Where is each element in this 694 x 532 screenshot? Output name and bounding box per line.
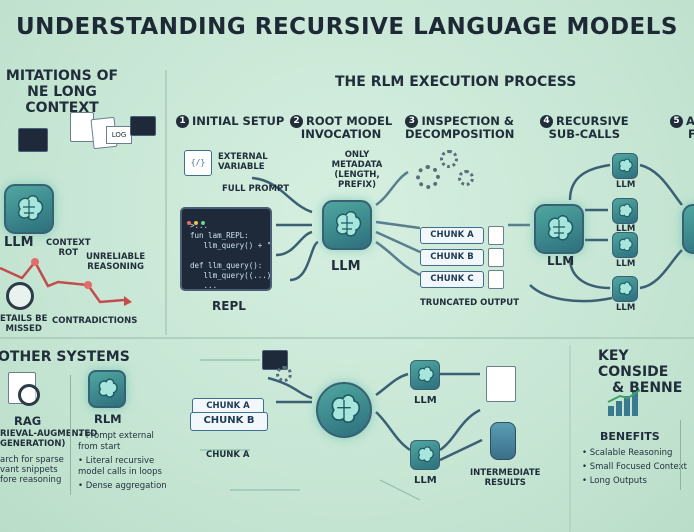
- rlm-brain-icon: [88, 370, 126, 408]
- page-title: UNDERSTANDING RECURSIVE LANGUAGE MODELS: [16, 14, 678, 40]
- contradictions-label: CONTRADICTIONS: [52, 316, 138, 326]
- llm-brain-icon: [4, 184, 54, 234]
- chunk-a: CHUNK A: [420, 227, 484, 244]
- mini-llm-icon: [612, 276, 638, 302]
- arrow-variable-root: [251, 176, 313, 214]
- llm-label: LLM: [4, 235, 34, 250]
- rlm-title: RLM: [94, 412, 122, 426]
- repl-label: REPL: [212, 299, 246, 313]
- rlm-bullets: • Prompt external from start • Literal r…: [78, 431, 167, 491]
- sub-llm-brain-icon: [534, 204, 584, 254]
- terminal-icon: [18, 128, 48, 152]
- document-icon: [488, 270, 504, 289]
- aggregator-llm-brain-icon: [682, 204, 694, 254]
- context-rot-label: CONTEXT ROT: [46, 238, 91, 258]
- gear-icon: [416, 165, 440, 189]
- center-chunk-a: CHUNK A: [192, 398, 264, 415]
- document-icon: [70, 112, 94, 142]
- repl-window: >... fun lam_REPL: llm_query() + " def l…: [180, 207, 276, 291]
- details-missed-label: ETAILS BE MISSED: [0, 314, 48, 334]
- gear-icon: [440, 150, 458, 168]
- intermediate-results-label: INTERMEDIATE RESULTS: [470, 468, 541, 488]
- degradation-line: [0, 259, 125, 304]
- chunk-b: CHUNK B: [420, 249, 484, 266]
- rag-subtitle: RIEVAL-AUGMENTED GENERATION): [0, 429, 98, 449]
- root-llm-label: LLM: [331, 259, 361, 274]
- terminal-icon: [130, 116, 156, 136]
- full-prompt-label: FULL PROMPT: [222, 184, 289, 194]
- bar-chart-icon: [607, 389, 641, 416]
- divider: [70, 375, 71, 495]
- mini-llm-icon: [612, 153, 638, 179]
- other-systems-heading: OTHER SYSTEMS: [0, 349, 130, 365]
- magnifier-icon: [18, 384, 40, 406]
- truncated-output-label: TRUNCATED OUTPUT: [420, 298, 519, 308]
- only-metadata-label: ONLY METADATA (LENGTH, PREFIX): [331, 150, 383, 190]
- rag-title: RAG: [14, 414, 42, 428]
- magnifier-icon: [6, 282, 34, 310]
- divider: [680, 420, 681, 490]
- center-llm-bottom-label: LLM: [414, 475, 437, 486]
- limitations-heading: MITATIONS OF NE LONG CONTEXT: [5, 68, 119, 116]
- mini-llm-icon: [612, 198, 638, 224]
- mini-llm-label: LLM: [616, 180, 636, 190]
- benefits-title: BENEFITS: [600, 430, 660, 443]
- center-chunk-b: CHUNK B: [190, 412, 268, 431]
- mini-llm-label: LLM: [616, 259, 636, 269]
- mini-llm-label: LLM: [616, 224, 636, 234]
- mini-llm-icon: [612, 232, 638, 258]
- terminal-icon: [262, 350, 288, 370]
- unreliable-reasoning-label: UNRELIABLE REASONING: [86, 252, 146, 272]
- mini-llm-icon: [410, 360, 440, 390]
- rag-description: arch for sparse vant snippets fore reaso…: [0, 455, 64, 485]
- chunk-c: CHUNK C: [420, 271, 484, 288]
- center-llm-brain-icon: [316, 382, 372, 438]
- gear-icon: [276, 366, 292, 382]
- benefits-list: • Scalable Reasoning • Small Focused Con…: [582, 448, 687, 486]
- document-icon: [488, 226, 504, 245]
- center-llm-top-label: LLM: [414, 395, 437, 406]
- process-heading: THE RLM EXECUTION PROCESS: [335, 74, 577, 90]
- document-icon: [488, 248, 504, 267]
- key-considerations-heading: KEY CONSIDE & BENNE: [598, 348, 683, 396]
- mini-llm-label: LLM: [616, 303, 636, 313]
- external-variable-label: EXTERNAL VARIABLE: [218, 152, 268, 172]
- database-icon: [490, 422, 516, 460]
- window-dots: [186, 211, 210, 225]
- mini-llm-icon: [410, 440, 440, 470]
- root-llm-brain-icon: [322, 200, 372, 250]
- center-chunk-a-label: CHUNK A: [206, 450, 250, 460]
- sub-llm-label: LLM: [547, 254, 575, 268]
- log-icon: LOG: [106, 126, 132, 144]
- gear-icon: [458, 170, 474, 186]
- document-icon: [486, 366, 516, 402]
- code-file-icon: {/}: [184, 150, 212, 176]
